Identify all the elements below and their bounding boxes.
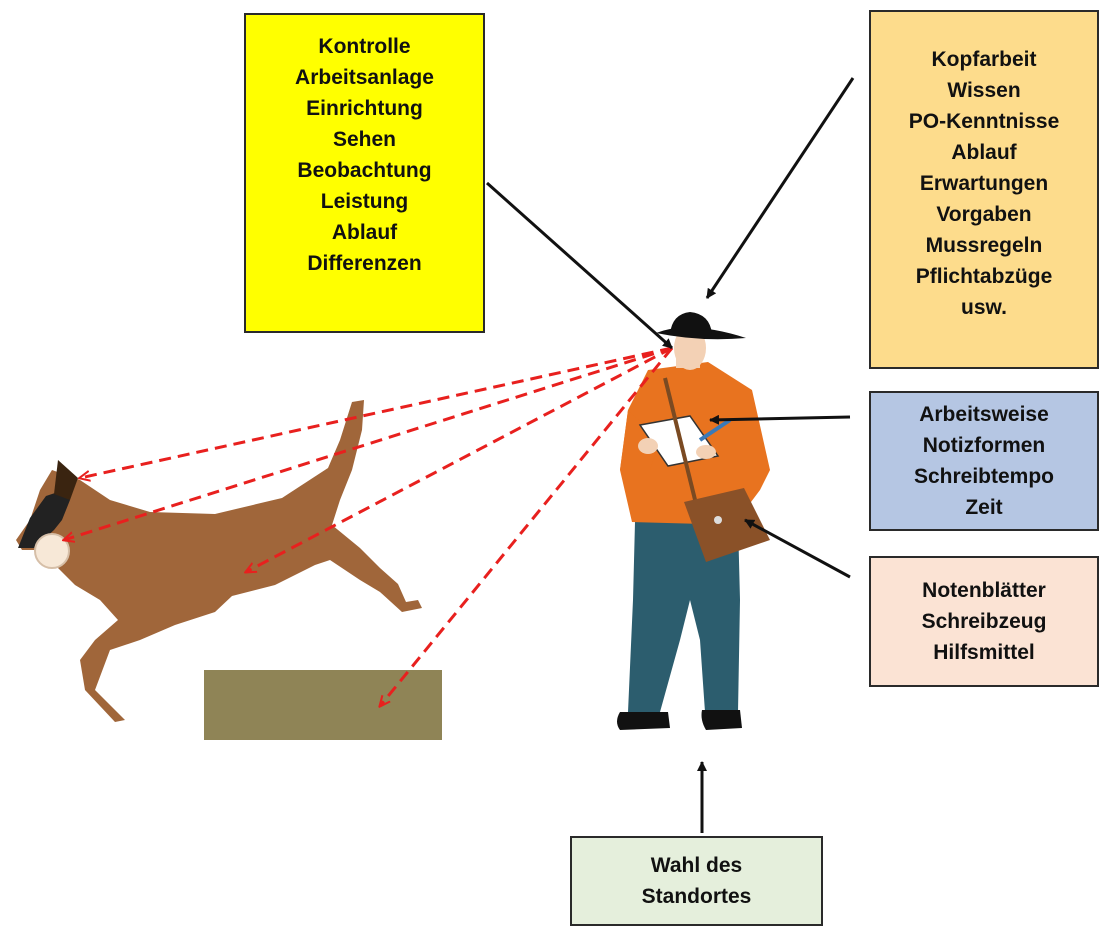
box-line: Standortes [641,885,752,908]
box-kontrolle: Kontrolle Arbeitsanlage Einrichtung Sehe… [244,13,485,333]
ball [34,533,70,569]
judge-figure [617,312,770,730]
box-line: usw. [961,296,1007,319]
box-line: Zeit [965,496,1003,519]
box-line: Vorgaben [936,203,1032,226]
arrow-arbeit-to-notepad [709,414,851,425]
box-line: Wissen [947,79,1021,102]
sight-line-head [80,346,673,478]
box-kopfarbeit: Kopfarbeit Wissen PO-Kenntnisse Ablauf E… [869,10,1099,369]
box-line: Leistung [320,190,409,213]
box-line: Hilfsmittel [933,641,1035,664]
box-line: Einrichtung [306,97,423,120]
box-wahl-des-standortes: Wahl des Standortes [570,836,823,926]
box-line: Schreibtempo [913,465,1055,488]
sight-line-hurdle [380,347,674,706]
box-line: PO-Kenntnisse [908,110,1060,133]
box-line: Pflichtabzüge [915,265,1053,288]
box-line: Notenblätter [922,579,1046,602]
arrow-noten-to-bag [744,518,851,579]
box-line: Kontrolle [318,35,411,58]
box-line: Ablauf [951,141,1017,164]
shoulder-bag [684,488,770,562]
box-notenblaetter: Notenblätter Schreibzeug Hilfsmittel [869,556,1099,687]
box-arbeitsweise: Arbeitsweise Notizformen Schreibtempo Ze… [869,391,1099,531]
box-line: Mussregeln [925,234,1043,257]
arrow-kopf-to-head [705,77,855,299]
box-line: Beobachtung [297,159,432,182]
box-line: Ablauf [331,221,398,244]
sight-line-body [246,346,673,572]
box-line: Kopfarbeit [931,48,1037,71]
sight-line-ball [64,346,673,540]
box-line: Differenzen [307,252,422,275]
box-line: Erwartungen [919,172,1049,195]
box-line: Notizformen [922,434,1046,457]
dog-figure [16,400,422,722]
sight-lines [64,346,674,706]
box-line: Sehen [332,128,397,151]
box-line: Wahl des [650,854,743,877]
box-line: Arbeitsweise [919,403,1049,426]
arrow-kontrolle-to-eye [486,181,673,350]
hurdle [204,670,442,740]
pointer-arrows [486,77,855,833]
box-line: Schreibzeug [921,610,1047,633]
box-line: Arbeitsanlage [295,66,434,89]
